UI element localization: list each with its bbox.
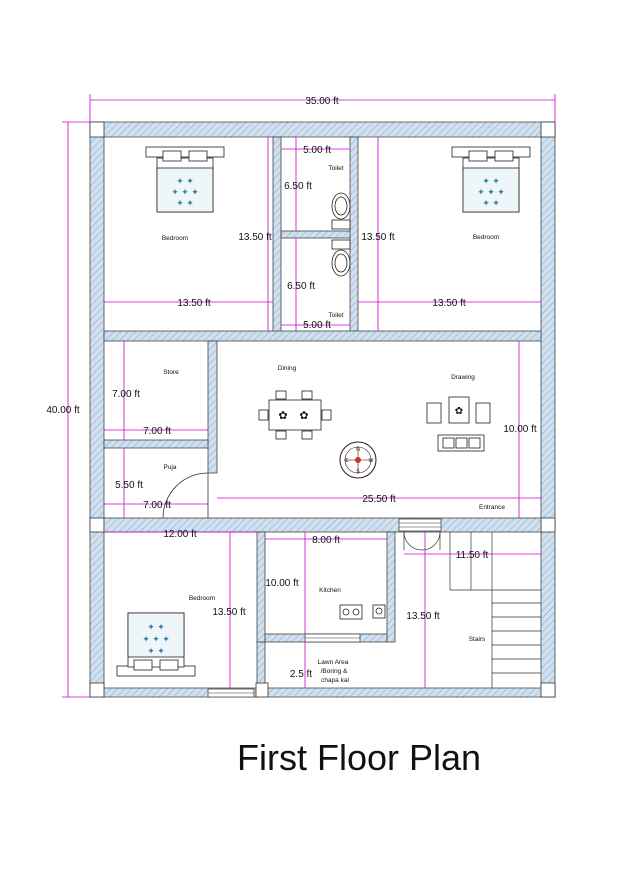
dim-kitchen-depth: 10.00 ft [265, 578, 299, 589]
compass-n: N [356, 447, 360, 453]
compass-s: S [356, 469, 360, 475]
room-entrance: Entrance [479, 504, 505, 511]
dim-lawn-depth: 2.5 ft [290, 669, 312, 680]
svg-text:✦ ✦: ✦ ✦ [147, 622, 165, 632]
svg-text:✦ ✦: ✦ ✦ [176, 176, 194, 186]
dim-bedroom-right-depth: 13.50 ft [361, 232, 395, 243]
room-store: Store [163, 369, 179, 376]
dim-toilet-bottom-width: 5.00 ft [303, 320, 331, 331]
dining-table-icon: ✿ ✿ [258, 390, 332, 440]
room-bedroom-right: Bedroom [473, 234, 499, 241]
dim-store-depth: 7.00 ft [112, 389, 140, 400]
svg-text:✿: ✿ [299, 410, 308, 422]
dim-toilet-top-depth: 6.50 ft [284, 181, 312, 192]
svg-text:✦ ✦: ✦ ✦ [147, 646, 165, 656]
svg-text:✦ ✦ ✦: ✦ ✦ ✦ [142, 634, 170, 644]
dim-bedroom-left-width: 13.50 ft [177, 298, 211, 309]
dim-puja-width: 7.00 ft [143, 500, 171, 511]
svg-text:✦ ✦: ✦ ✦ [482, 198, 500, 208]
entrance-door [403, 531, 441, 551]
puja-door [162, 472, 209, 519]
dim-bedroom-right-width: 13.50 ft [432, 298, 466, 309]
sofa-set-icon: ✿ [426, 396, 491, 452]
room-drawing: Drawing [451, 374, 475, 381]
bed-icon: ✦ ✦ ✦ ✦ ✦ ✦ ✦ [451, 146, 531, 213]
room-puja: Puja [163, 464, 176, 471]
dim-toilet-top-width: 5.00 ft [303, 145, 331, 156]
compass-icon: N S E W [339, 441, 377, 479]
dim-bedroom-left-depth: 13.50 ft [238, 232, 272, 243]
dim-puja-depth: 5.50 ft [115, 480, 143, 491]
dim-kitchen-width: 8.00 ft [312, 535, 340, 546]
room-lawn-line1: Lawn Area [318, 659, 349, 666]
room-lawn-line2: /Boring & [321, 668, 348, 675]
dimension-lines [62, 94, 556, 698]
dim-overall-height: 40.00 ft [46, 405, 80, 416]
dim-overall-width: 35.00 ft [305, 96, 339, 107]
svg-text:✿: ✿ [278, 410, 287, 422]
room-toilet-bottom: Toilet [328, 312, 343, 319]
dim-dining-width: 25.50 ft [362, 494, 396, 505]
outer-walls [89, 121, 556, 698]
dimension-labels: 35.00 ft 40.00 ft 5.00 ft 6.50 ft 6.50 f… [46, 96, 537, 680]
room-stairs: Stairs [469, 636, 486, 643]
svg-text:✦ ✦ ✦: ✦ ✦ ✦ [171, 187, 199, 197]
page-title: First Floor Plan [237, 737, 481, 778]
dim-stairs-width: 11.50 ft [456, 550, 489, 561]
toilet-icon [331, 239, 351, 277]
bed-icon: ✦ ✦ ✦ ✦ ✦ ✦ ✦ [116, 612, 196, 677]
room-bedroom-left: Bedroom [162, 235, 188, 242]
dim-toilet-bottom-depth: 6.50 ft [287, 281, 315, 292]
dim-stairs-depth: 13.50 ft [406, 611, 440, 622]
room-kitchen: Kitchen [319, 587, 341, 594]
compass-e: E [345, 458, 349, 464]
room-lawn-line3: chapa kal [321, 677, 349, 684]
room-bedroom-bottom: Bedroom [189, 595, 215, 602]
toilet-icon [331, 192, 351, 230]
room-toilet-top: Toilet [328, 165, 343, 172]
svg-text:✦ ✦ ✦: ✦ ✦ ✦ [477, 187, 505, 197]
room-labels: Bedroom Bedroom Toilet Toilet Store Puja… [162, 165, 506, 684]
stairs-steps [449, 532, 541, 688]
compass-w: W [369, 458, 374, 464]
svg-text:✿: ✿ [455, 406, 463, 417]
dim-store-width: 7.00 ft [143, 426, 171, 437]
room-dining: Dining [278, 365, 297, 372]
bed-icon: ✦ ✦ ✦ ✦ ✦ ✦ ✦ [145, 146, 225, 213]
interior-walls [103, 136, 542, 698]
dim-drawing-depth: 10.00 ft [503, 424, 537, 435]
dim-bedroom-bottom-width: 12.00 ft [163, 529, 197, 540]
kitchen-sink-icon [339, 604, 386, 620]
dim-bedroom-bottom-depth: 13.50 ft [212, 607, 246, 618]
svg-text:✦ ✦: ✦ ✦ [176, 198, 194, 208]
svg-text:✦ ✦: ✦ ✦ [482, 176, 500, 186]
